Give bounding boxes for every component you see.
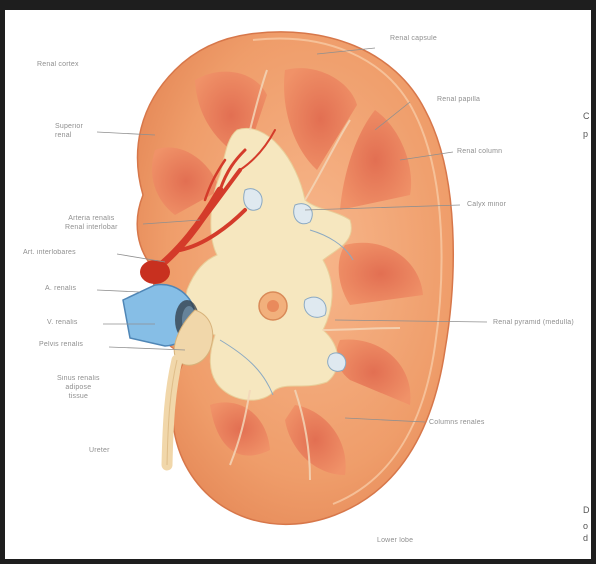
edge-text-fragment: o: [583, 522, 588, 531]
label-a-renalis: A. renalis: [45, 284, 76, 293]
label-renal-cortex: Renal cortex: [37, 60, 79, 69]
label-renal-papilla: Renal papilla: [437, 95, 480, 104]
label-ureter: Ureter: [89, 446, 110, 455]
label-renal-column: Renal column: [457, 147, 502, 156]
label-superior-renal: Superior renal: [55, 122, 83, 140]
edge-text-fragment: p: [583, 130, 588, 139]
label-calyx-minor: Calyx minor: [467, 200, 506, 209]
label-arteria-renalis: Arteria renalis Renal interlobar: [65, 214, 118, 232]
label-lower-lobe: Lower lobe: [377, 536, 413, 545]
label-renal-capsule: Renal capsule: [390, 34, 437, 43]
renal-artery-stump: [140, 260, 170, 284]
kidney-cross-section-illustration: [5, 10, 591, 559]
label-art-interlobares: Art. interlobares: [23, 248, 76, 257]
edge-text-fragment: D: [583, 506, 590, 515]
label-columns-renales: Columns renales: [429, 418, 485, 427]
label-pelvis-renalis: Pelvis renalis: [39, 340, 83, 349]
label-sinus-renalis: Sinus renalis adipose tissue: [57, 374, 100, 401]
label-v-renalis: V. renalis: [47, 318, 78, 327]
label-renal-pyramid: Renal pyramid (medulla): [493, 318, 574, 327]
edge-text-fragment: C: [583, 112, 590, 121]
edge-text-fragment: d: [583, 534, 588, 543]
